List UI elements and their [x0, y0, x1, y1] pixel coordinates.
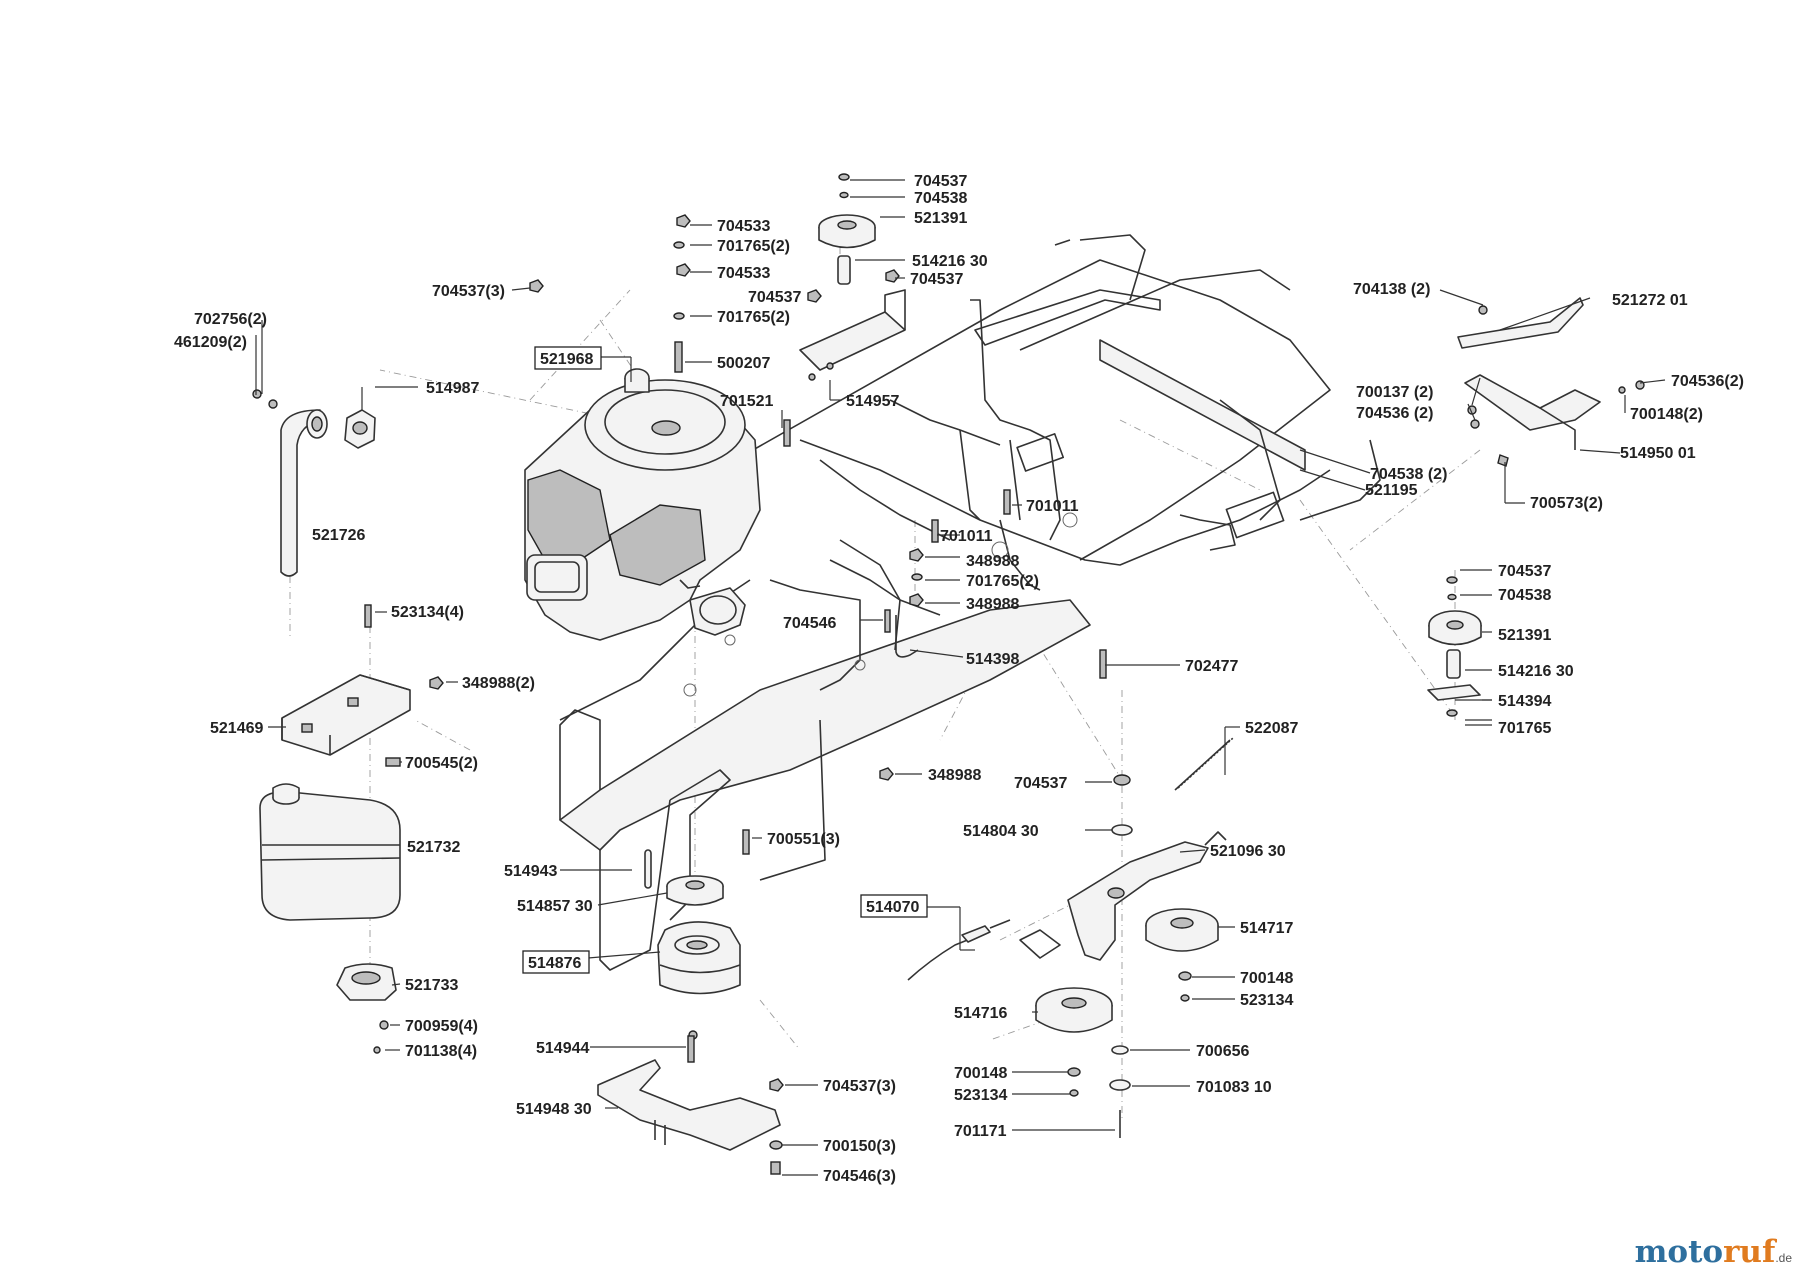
hardware-bolts	[364, 214, 1107, 1175]
part-labels: 704537 704538 521391 514216 30 704537 70…	[174, 173, 1744, 1185]
bracket-514957	[799, 289, 906, 381]
part-label: 701521	[720, 393, 773, 410]
part-label: 704537(3)	[823, 1078, 896, 1095]
part-label: 514716	[954, 1005, 1007, 1022]
part-label: 701765(2)	[717, 238, 790, 255]
part-label: 700573(2)	[1530, 495, 1603, 512]
logo-text-orange: ruf	[1723, 1234, 1776, 1270]
pulley-upper	[818, 173, 876, 285]
part-label: 348988	[966, 596, 1019, 613]
leader-lines	[255, 179, 1666, 1176]
part-label: 521733	[405, 977, 458, 994]
part-label: 702477	[1185, 658, 1238, 675]
part-label: 702756(2)	[194, 311, 267, 328]
part-label: 514070	[866, 899, 919, 916]
pulley-right	[1427, 576, 1482, 717]
part-label: 514216 30	[1498, 663, 1574, 680]
part-label: 700959(4)	[405, 1018, 478, 1035]
clutch-assembly	[597, 849, 781, 1151]
part-label: 521195	[1365, 482, 1418, 499]
part-label: 701138(4)	[405, 1043, 477, 1060]
part-label: 700148(2)	[1630, 406, 1703, 423]
part-label: 461209(2)	[174, 334, 247, 351]
part-label: 704538 (2)	[1370, 466, 1447, 483]
part-label: 704533	[717, 265, 770, 282]
part-label: 521726	[312, 527, 365, 544]
part-label: 700148	[1240, 970, 1293, 987]
part-label: 704546(3)	[823, 1168, 896, 1185]
part-label: 514394	[1498, 693, 1551, 710]
part-label: 704537	[910, 271, 963, 288]
part-label: 514987	[426, 380, 479, 397]
muffler-assembly	[259, 674, 411, 1001]
part-label: 514948 30	[516, 1101, 592, 1118]
part-label: 521732	[407, 839, 460, 856]
part-label: 704537(3)	[432, 283, 505, 300]
part-label: 704537	[914, 173, 967, 190]
logo-text-blue: moto	[1634, 1234, 1724, 1270]
bracket-right	[1457, 297, 1645, 467]
exhaust-pipe	[252, 389, 376, 577]
part-label: 348988	[966, 553, 1019, 570]
part-label: 704538	[1498, 587, 1551, 604]
part-label: 704537	[748, 289, 801, 306]
part-label: 521272 01	[1612, 292, 1688, 309]
part-label: 348988	[928, 767, 981, 784]
part-label: 701765(2)	[717, 309, 790, 326]
logo-tld: .de	[1775, 1251, 1792, 1265]
part-label: 700148	[954, 1065, 1007, 1082]
part-label: 701083 10	[1196, 1079, 1272, 1096]
part-label: 700656	[1196, 1043, 1249, 1060]
part-label: 522087	[1245, 720, 1298, 737]
part-label: 514950 01	[1620, 445, 1696, 462]
part-label: 514398	[966, 651, 1019, 668]
part-label: 704537	[1014, 775, 1067, 792]
part-label: 521968	[540, 351, 593, 368]
part-label: 514804 30	[963, 823, 1039, 840]
part-label: 348988(2)	[462, 675, 535, 692]
part-label: 514944	[536, 1040, 589, 1057]
part-label: 521469	[210, 720, 263, 737]
part-label: 514957	[846, 393, 899, 410]
part-label: 700150(3)	[823, 1138, 896, 1155]
part-label: 700137 (2)	[1356, 384, 1433, 401]
part-label: 523134	[1240, 992, 1293, 1009]
engine	[524, 368, 761, 641]
part-label: 704538	[914, 190, 967, 207]
tensioner-assembly	[1019, 737, 1234, 1138]
part-label: 523134(4)	[391, 604, 464, 621]
part-label: 704536(2)	[1671, 373, 1744, 390]
part-label: 704138 (2)	[1353, 281, 1430, 298]
part-label: 523134	[954, 1087, 1007, 1104]
part-label: 521391	[914, 210, 967, 227]
part-label: 701011	[940, 528, 993, 545]
part-label: 704533	[717, 218, 770, 235]
part-label: 700545(2)	[405, 755, 478, 772]
part-label: 700551(3)	[767, 831, 840, 848]
part-label: 514717	[1240, 920, 1293, 937]
clutch-cable	[907, 919, 1011, 981]
part-label: 704546	[783, 615, 836, 632]
part-label: 500207	[717, 355, 770, 372]
part-label: 521096 30	[1210, 843, 1286, 860]
part-label: 704537	[1498, 563, 1551, 580]
part-label: 701765	[1498, 720, 1551, 737]
part-label: 701171	[954, 1123, 1007, 1140]
part-label: 521391	[1498, 627, 1551, 644]
part-label: 514876	[528, 955, 581, 972]
part-label: 514216 30	[912, 253, 988, 270]
label-frames	[522, 346, 928, 974]
motoruf-logo: motoruf.de	[1635, 1234, 1792, 1270]
part-label: 514857 30	[517, 898, 593, 915]
part-label: 701765(2)	[966, 573, 1039, 590]
part-label: 514943	[504, 863, 557, 880]
part-label: 704536 (2)	[1356, 405, 1433, 422]
part-label: 701011	[1026, 498, 1079, 515]
